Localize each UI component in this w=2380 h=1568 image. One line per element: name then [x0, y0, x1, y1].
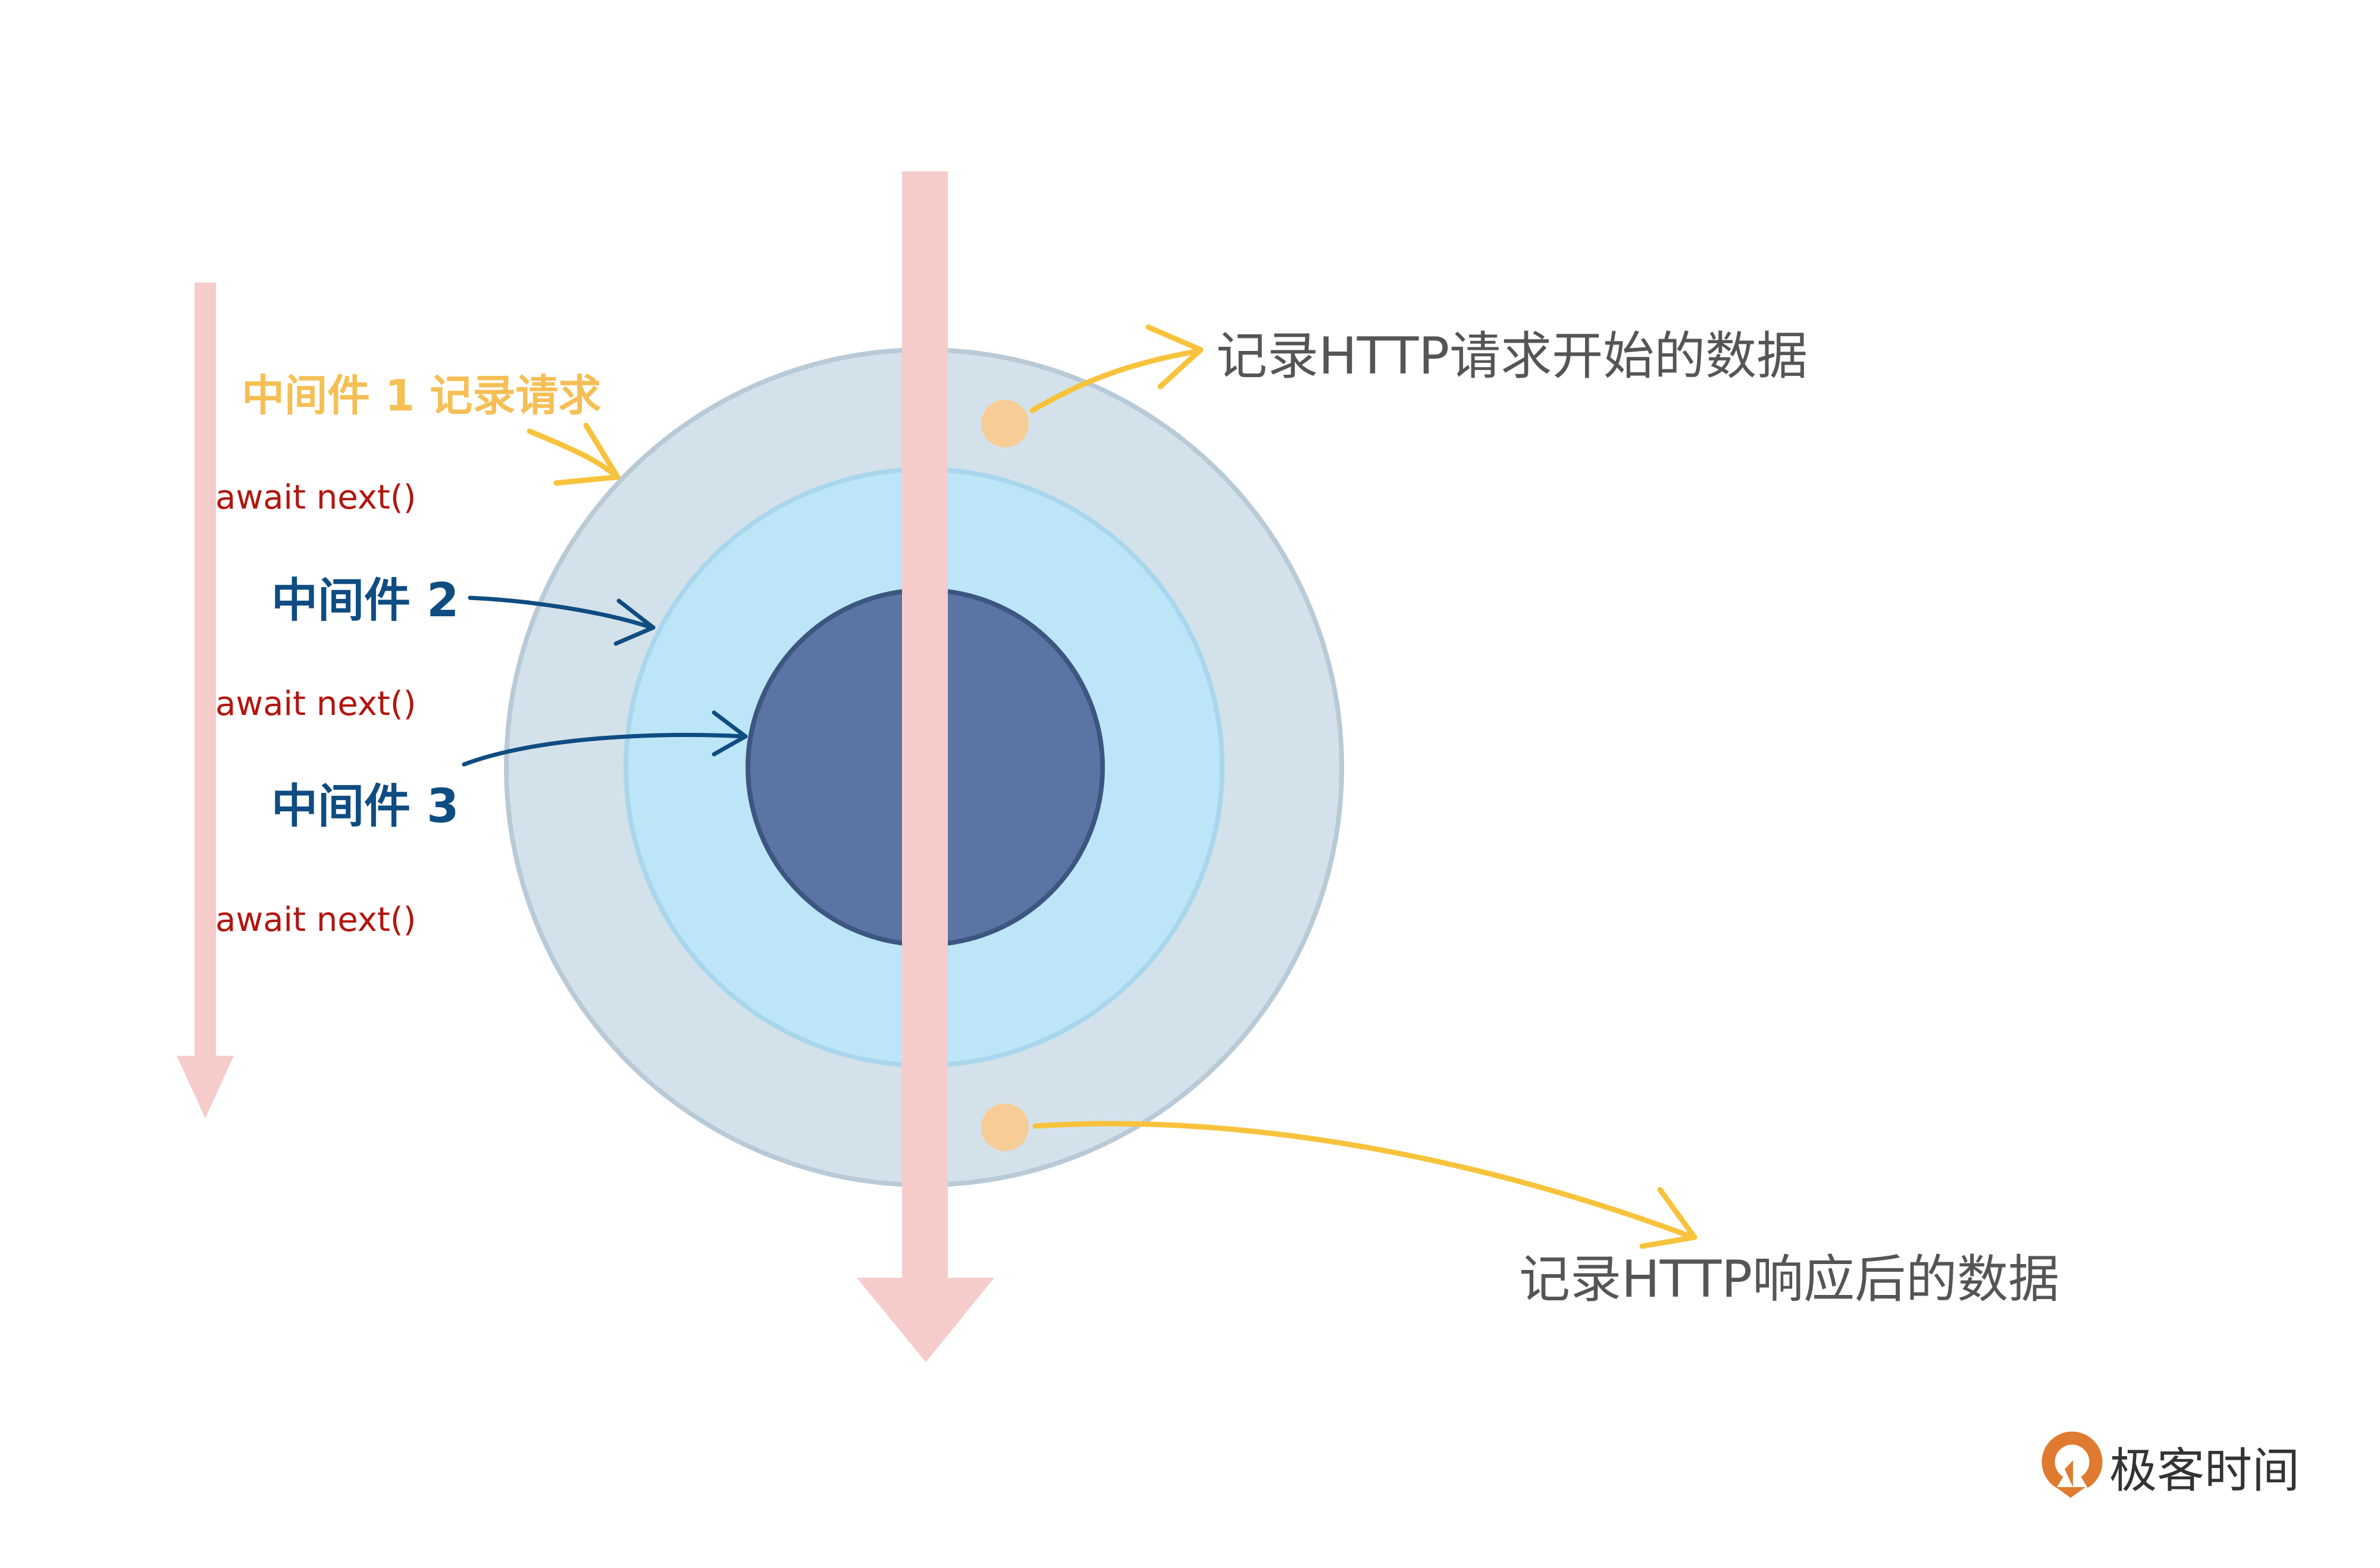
- central-flow-arrow: [857, 171, 994, 1362]
- left-flow-arrow: [177, 283, 234, 1118]
- middleware-2-label: 中间件 2: [271, 574, 459, 628]
- request-start-label: 记录HTTP请求开始的数据: [1216, 327, 1808, 386]
- await-next-1: await next(): [215, 478, 416, 517]
- await-next-2: await next(): [215, 685, 416, 723]
- middleware-3-label: 中间件 3: [271, 780, 459, 833]
- response-after-arrow: [1032, 1121, 1698, 1249]
- await-next-3: await next(): [215, 901, 416, 939]
- geektime-logo-icon: [2041, 1431, 2103, 1498]
- middleware-1-label: 中间件 1 记录请求: [242, 371, 601, 421]
- request-start-arrow: [1029, 324, 1204, 413]
- geektime-logo-text: 极客时间: [2109, 1443, 2300, 1498]
- geektime-logo: 极客时间: [2041, 1431, 2300, 1498]
- response-after-label: 记录HTTP响应后的数据: [1519, 1250, 2059, 1309]
- mw1-pointer-arrow: [527, 422, 621, 486]
- response-after-dot: [981, 1103, 1029, 1151]
- mw2-pointer-arrow: [468, 595, 656, 646]
- request-start-dot: [981, 400, 1029, 447]
- mw3-pointer-arrow: [462, 710, 748, 767]
